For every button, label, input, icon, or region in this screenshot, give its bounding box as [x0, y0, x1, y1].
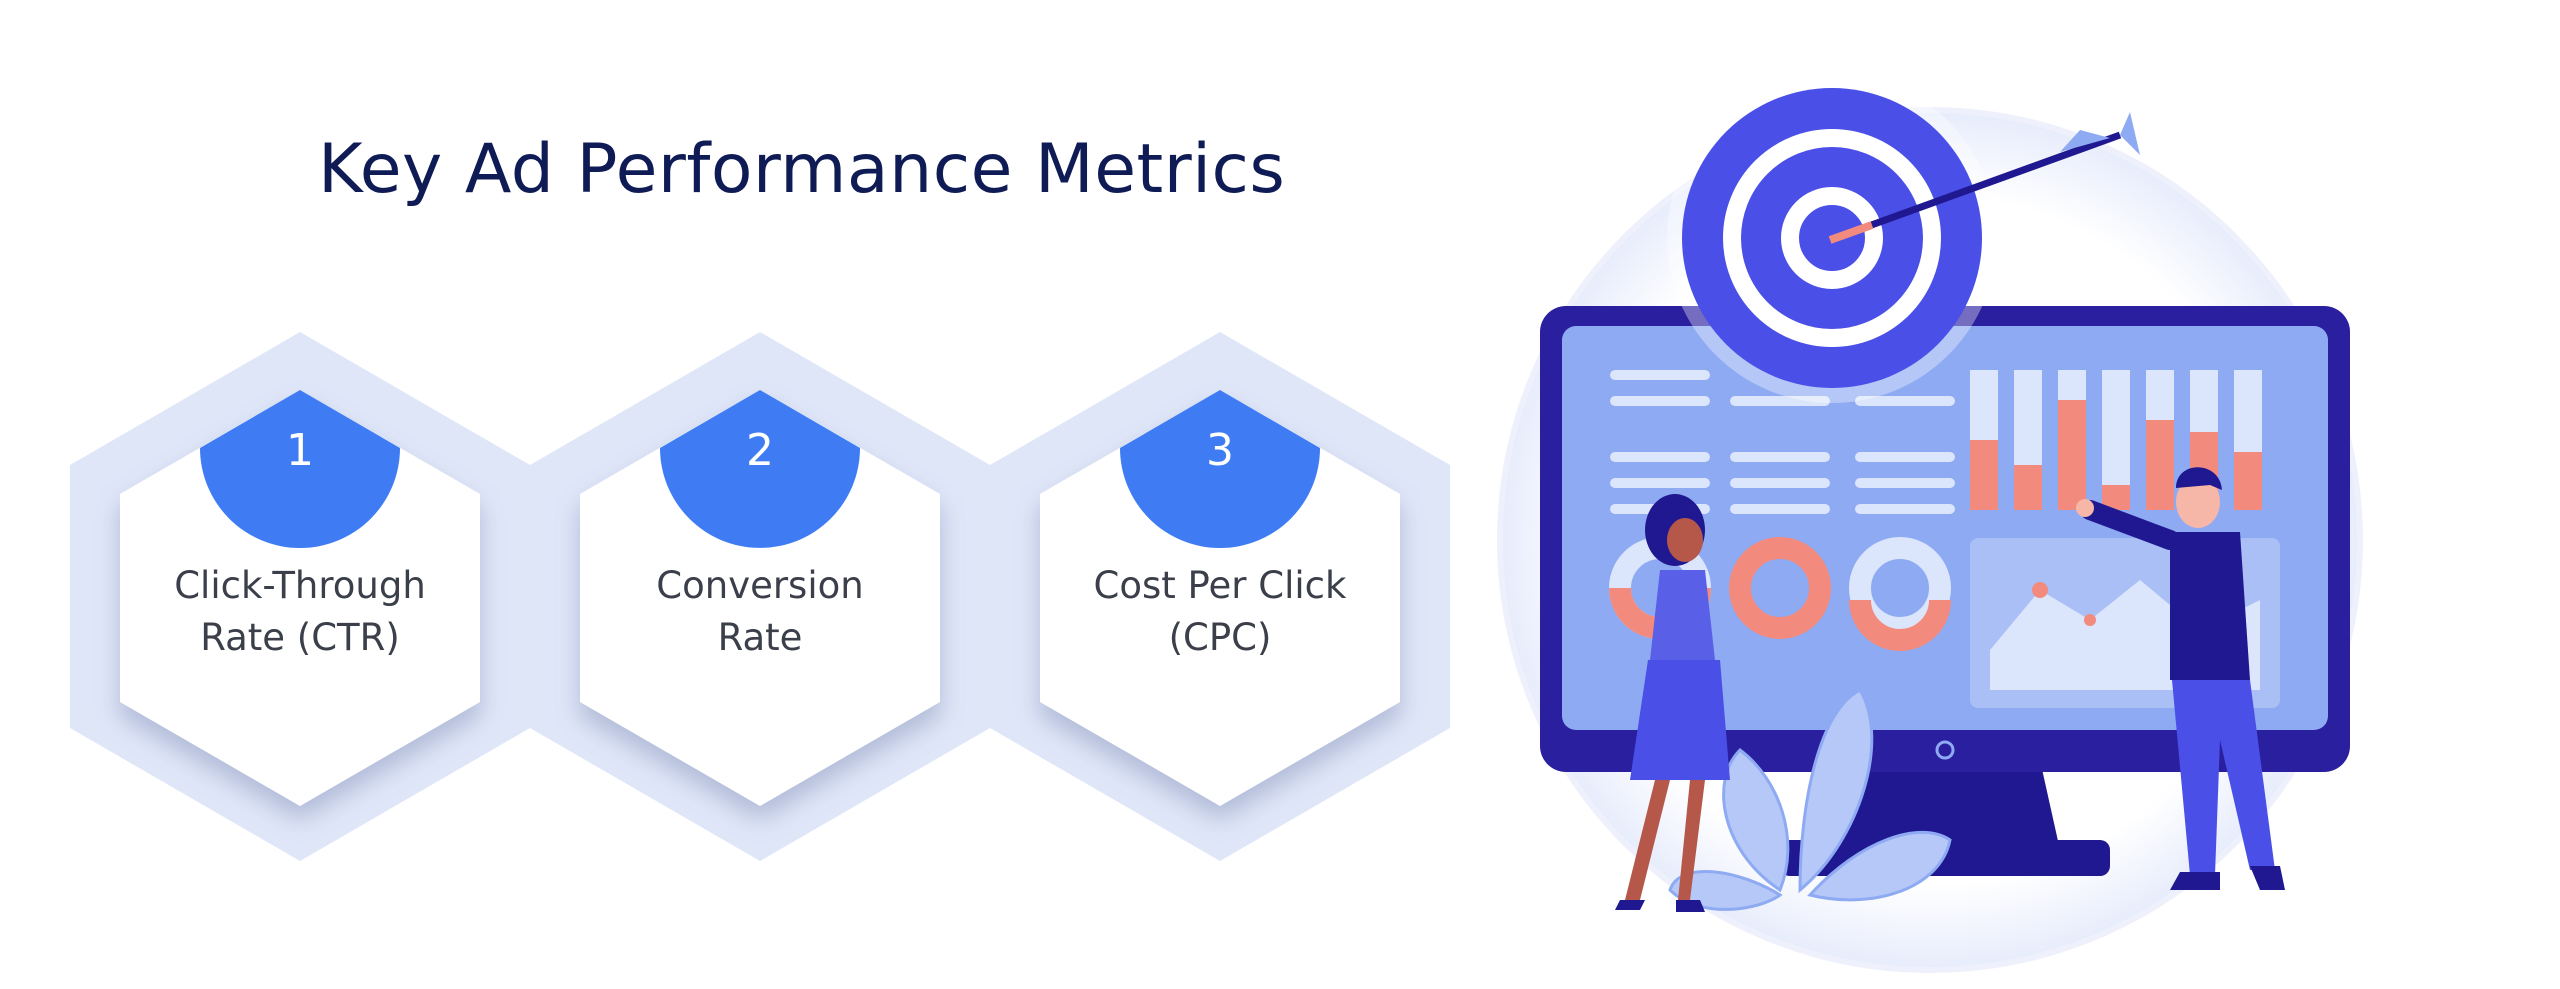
metric-number-3: 3: [1206, 425, 1234, 476]
metric-label-2-line2: Rate: [717, 616, 803, 659]
analytics-illustration-icon: [1497, 73, 2363, 973]
metric-badge-1: [200, 390, 400, 548]
metric-label-1-line1: Click-Through: [174, 564, 426, 607]
metric-label-1-line2: Rate (CTR): [200, 616, 400, 659]
metric-label-3: Cost Per Click (CPC): [1070, 560, 1370, 664]
metric-card-2: 2: [530, 332, 990, 861]
metric-number-2: 2: [746, 425, 774, 476]
metric-card-1: 1: [70, 332, 530, 861]
page-title: Key Ad Performance Metrics: [318, 130, 1286, 209]
metric-badge-3: [1120, 390, 1320, 548]
metric-label-1: Click-Through Rate (CTR): [150, 560, 450, 664]
man-figure-icon: [2076, 467, 2285, 890]
metrics-hexagons: 1 2 3: [70, 332, 1450, 861]
metric-label-2: Conversion Rate: [610, 560, 910, 664]
metric-card-3: 3: [990, 332, 1450, 861]
plant-icon: [1668, 688, 1952, 911]
metric-label-3-line2: (CPC): [1168, 616, 1272, 659]
screen-bar-chart-icon: [1970, 370, 2262, 510]
woman-figure-icon: [1615, 494, 1730, 912]
arrow-icon: [1828, 112, 2140, 244]
metric-number-1: 1: [286, 425, 314, 476]
metric-badge-2: [660, 390, 860, 548]
metric-label-2-line1: Conversion: [656, 564, 864, 607]
metric-label-3-line1: Cost Per Click: [1093, 564, 1347, 607]
